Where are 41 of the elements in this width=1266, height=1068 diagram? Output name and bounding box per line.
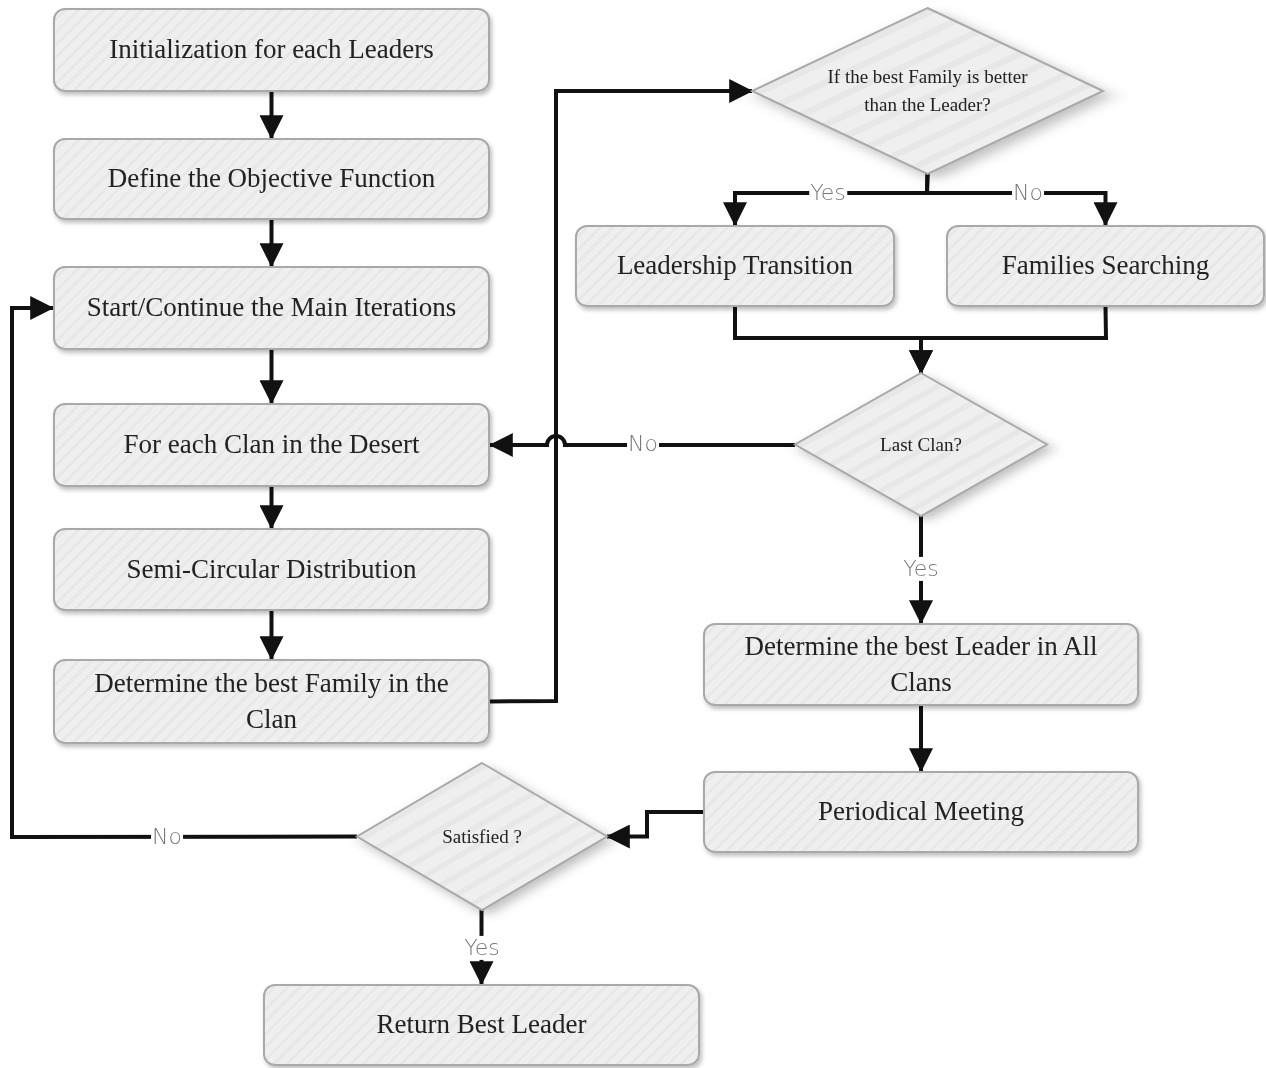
arrow bbox=[605, 810, 703, 849]
process-text: Start/Continue the Main Iterations bbox=[86, 291, 457, 325]
arrow bbox=[10, 296, 357, 839]
edge-label: Yes bbox=[902, 556, 940, 582]
decision-text: Satisfied ? bbox=[442, 824, 522, 849]
arrow bbox=[259, 92, 284, 140]
process-box bbox=[53, 659, 490, 744]
process-text: Initialization for each Leaders bbox=[109, 33, 434, 67]
process-box bbox=[53, 403, 490, 487]
process-box bbox=[53, 8, 490, 92]
process-box bbox=[703, 623, 1139, 706]
process-text: Determine the best Family in the Clan bbox=[93, 667, 450, 736]
process-box bbox=[53, 528, 490, 611]
decision-diamond bbox=[795, 373, 1047, 516]
arrow bbox=[490, 79, 754, 704]
process-box bbox=[575, 225, 895, 307]
process-box bbox=[53, 138, 490, 220]
decision-diamond bbox=[752, 8, 1103, 174]
decision-diamond bbox=[357, 763, 607, 910]
process-text: Families Searching bbox=[1001, 249, 1210, 283]
arrow bbox=[259, 487, 284, 530]
process-text: For each Clan in the Desert bbox=[123, 428, 420, 462]
decision-text: If the best Family is better than the Leader? bbox=[826, 65, 1029, 117]
process-text: Define the Objective Function bbox=[107, 162, 436, 196]
process-box bbox=[53, 266, 490, 350]
arrow bbox=[259, 220, 284, 268]
arrow bbox=[259, 350, 284, 405]
process-text: Periodical Meeting bbox=[817, 795, 1025, 829]
arrow bbox=[259, 611, 284, 661]
process-box bbox=[703, 771, 1139, 853]
process-text: Leadership Transition bbox=[616, 249, 854, 283]
process-box bbox=[946, 225, 1265, 307]
process-box bbox=[263, 984, 700, 1066]
arrow bbox=[909, 706, 933, 773]
process-text: Determine the best Leader in All Clans bbox=[743, 630, 1099, 699]
edge-label: Yes bbox=[463, 935, 501, 961]
arrow bbox=[488, 433, 795, 457]
decision-text: Last Clan? bbox=[880, 432, 962, 457]
arrow bbox=[924, 173, 1118, 227]
process-text: Return Best Leader bbox=[376, 1008, 587, 1042]
process-text: Semi-Circular Distribution bbox=[126, 552, 417, 586]
